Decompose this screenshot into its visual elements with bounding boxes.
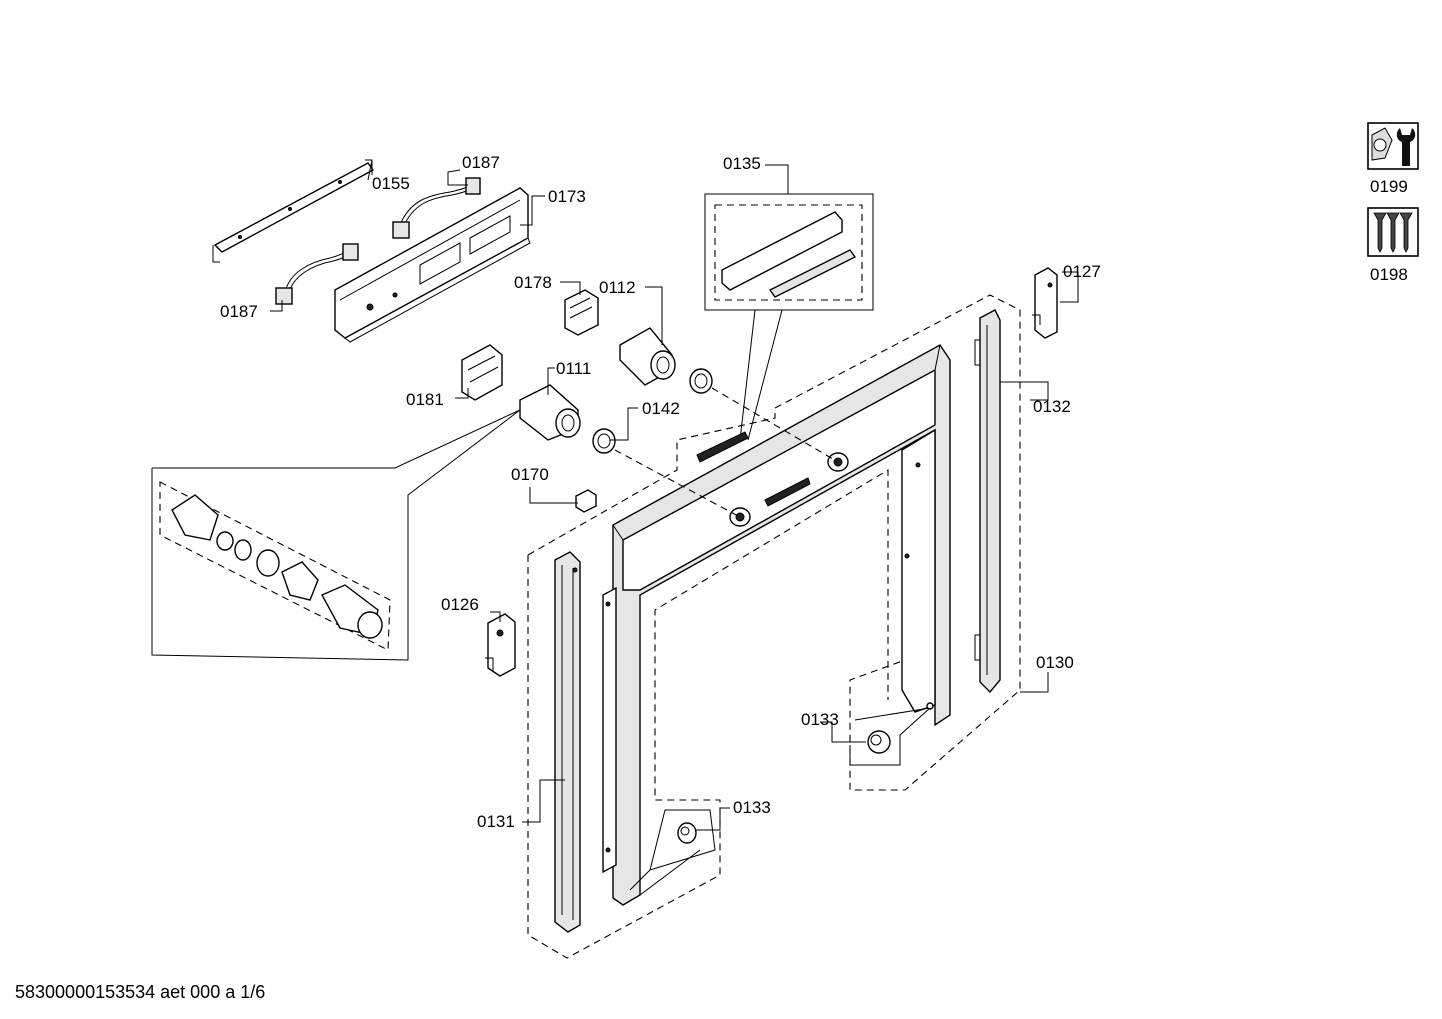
left-trim-strip <box>554 551 581 933</box>
label-0130: 0130 <box>1036 653 1074 672</box>
label-0133-right: 0133 <box>801 710 839 729</box>
top-rail-part <box>212 159 375 263</box>
alignment-axes <box>614 387 839 518</box>
connector-part <box>575 489 597 513</box>
label-0181: 0181 <box>406 390 444 409</box>
label-0112: 0112 <box>599 278 636 297</box>
label-0127: 0127 <box>1063 262 1101 281</box>
label-0187-lower: 0187 <box>220 302 258 321</box>
document-id: 58300000153534 aet 000 a 1/6 <box>15 982 265 1002</box>
label-0132: 0132 <box>1033 397 1071 416</box>
wrench-nut-icon <box>1367 122 1419 170</box>
label-0155: 0155 <box>372 174 410 193</box>
rotary-knob-lower <box>519 384 581 441</box>
display-detail-box <box>696 193 874 463</box>
cable-harness-upper <box>392 177 481 239</box>
knob-ring-upper <box>689 368 713 394</box>
label-0142: 0142 <box>642 399 680 418</box>
hinge-cap-detail-right <box>849 702 934 766</box>
right-trim-strip <box>974 309 1001 694</box>
label-0135: 0135 <box>723 154 761 173</box>
label-0111: 0111 <box>556 359 591 378</box>
frame-assembly-outline <box>527 294 1021 959</box>
hinge-cap-detail-left <box>629 809 716 896</box>
switch-bracket <box>564 289 599 336</box>
rotary-knob-upper <box>619 327 676 386</box>
label-0173: 0173 <box>548 187 586 206</box>
screws-icon <box>1367 207 1419 257</box>
label-0198: 0198 <box>1370 265 1408 284</box>
knob-ring-lower <box>592 428 616 454</box>
side-bracket-left <box>485 613 516 677</box>
label-0131: 0131 <box>477 812 515 831</box>
label-0199: 0199 <box>1370 177 1408 196</box>
relay-module <box>461 344 503 401</box>
control-board-bracket <box>334 187 531 343</box>
label-0126: 0126 <box>441 595 479 614</box>
knob-exploded-detail <box>151 409 521 661</box>
cable-harness-lower <box>275 243 359 305</box>
label-0178: 0178 <box>514 273 552 292</box>
leader-lines <box>270 159 1079 831</box>
side-bracket-right <box>1032 267 1058 339</box>
label-0133-left: 0133 <box>733 798 771 817</box>
label-0170: 0170 <box>511 465 549 484</box>
label-0187-upper: 0187 <box>462 153 500 172</box>
